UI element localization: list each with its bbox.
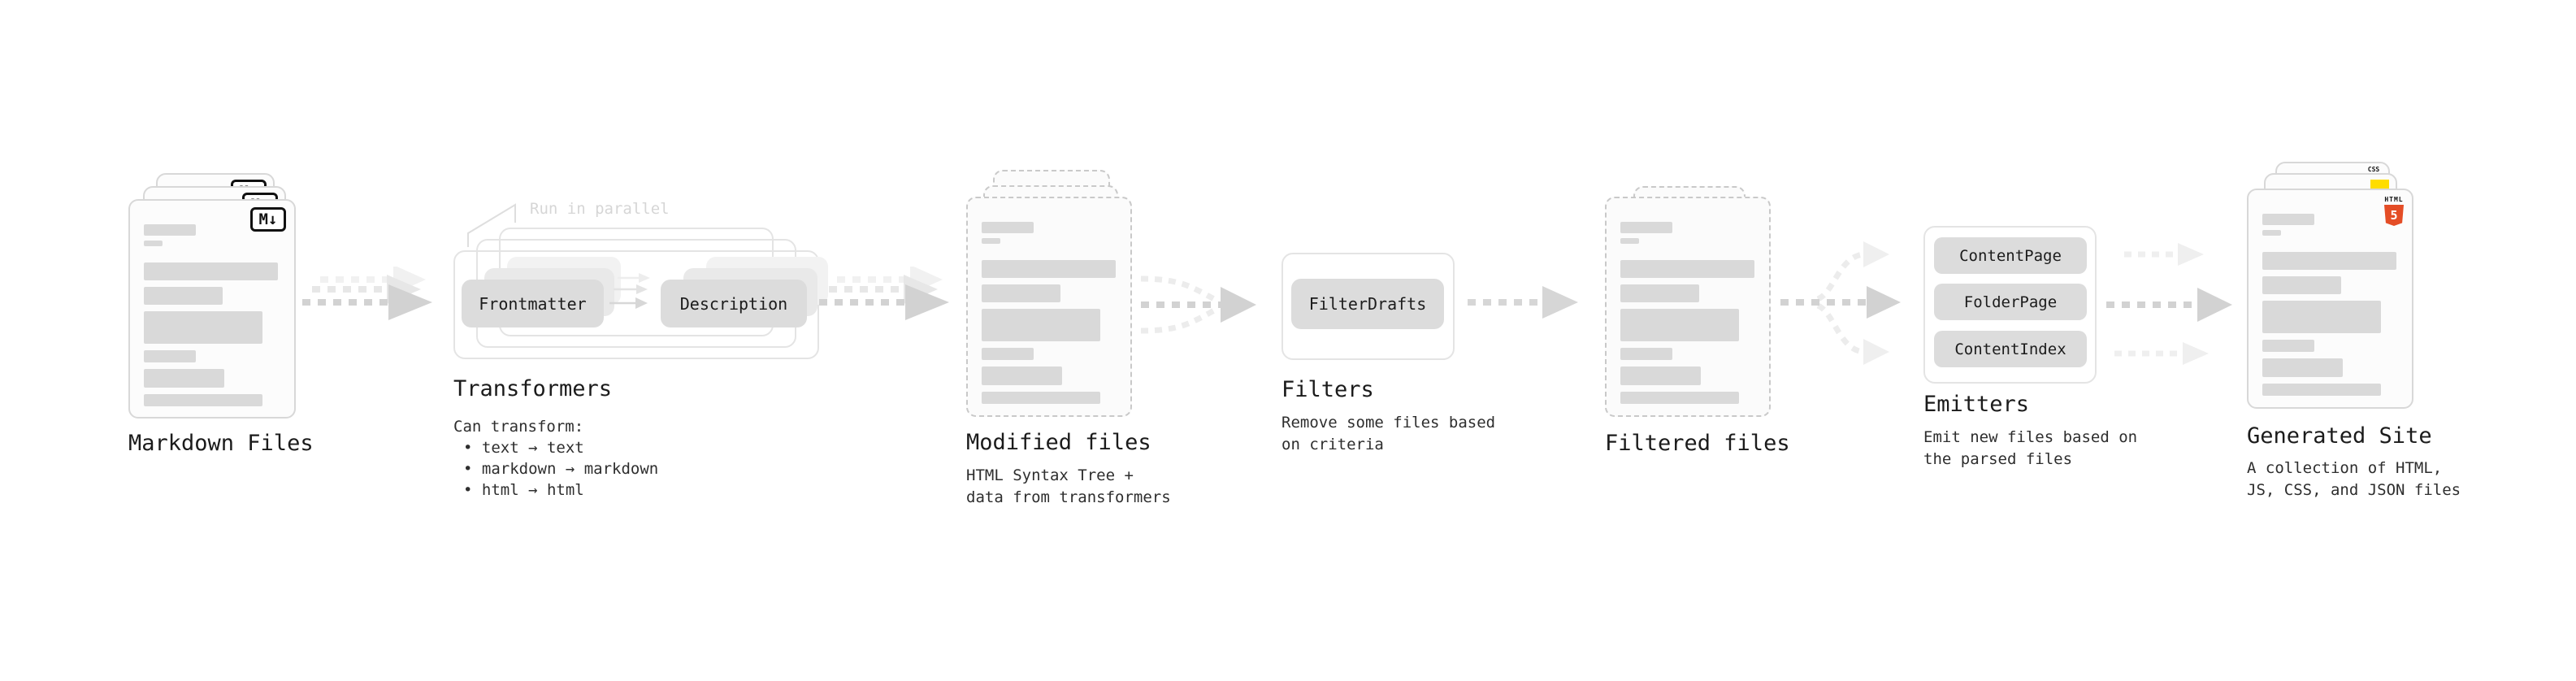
skeleton-line [144,241,163,246]
folderpage-pill: FolderPage [1934,284,2087,320]
markdown-icon: M↓ [250,207,286,232]
transformers-label: Transformers [453,376,613,401]
skeleton-line [982,222,1034,233]
skeleton-line [1620,222,1672,233]
emitters-description: Emit new files based on the parsed files [1923,428,2138,468]
skeleton-line [982,392,1100,404]
transform-bullet: • text → text [463,439,584,457]
generated-site-label: Generated Site [2247,423,2432,449]
skeleton-line [144,369,224,388]
flow-arrow-filters-to-filtered [1468,286,1578,319]
skeleton-line [2262,276,2341,294]
document-skeleton [968,198,1130,404]
skeleton-line [2262,252,2396,270]
frontmatter-pill: Frontmatter [462,280,604,327]
skeleton-line [2262,384,2381,396]
parallel-arrows-icon [609,273,650,309]
filters-box [1281,253,1455,360]
skeleton-line [1620,367,1701,385]
description-pill: Description [661,280,807,327]
can-transform-title: Can transform: [453,418,584,436]
filterdrafts-pill: FilterDrafts [1291,279,1444,329]
skeleton-line [144,394,262,406]
skeleton-line [2262,301,2381,333]
emitters-label: Emitters [1923,392,2030,417]
skeleton-line [982,367,1062,385]
markdown-files-label: Markdown Files [128,431,314,456]
flow-arrow-transformers-to-modified [819,267,949,320]
skeleton-line [982,309,1100,341]
skeleton-line [1620,284,1699,302]
filtered-files-label: Filtered files [1605,431,1790,456]
document-skeleton [130,201,294,406]
annotation-connector-line [467,203,516,247]
skeleton-line [982,260,1116,278]
skeleton-line [1620,238,1639,244]
flow-arrow-filtered-to-emitters [1780,241,1901,365]
transformer-box [453,250,819,359]
skeleton-line [2262,230,2281,236]
flow-arrow-markdown-to-transformers [302,267,432,320]
flow-arrow-emitters-to-site [2106,243,2232,365]
javascript-icon [2370,180,2389,189]
skeleton-line [144,311,262,344]
skeleton-line [982,348,1034,360]
skeleton-line [144,350,196,362]
skeleton-line [144,262,278,280]
site-file-card-html: HTML 5 [2247,189,2413,409]
skeleton-line [144,287,223,305]
html5-label: HTML [2384,196,2404,203]
modified-file-card [966,197,1132,417]
document-skeleton [2249,190,2412,396]
skeleton-line [982,284,1060,302]
document-skeleton [1607,198,1769,404]
css-label: CSS [2367,166,2380,173]
markdown-file-card: M↓ [128,199,296,419]
skeleton-line [1620,309,1739,341]
skeleton-line [1620,260,1754,278]
transformers-description: Can transform: • text → text • markdown … [453,416,658,501]
html5-shield: 5 [2384,205,2404,226]
transform-bullet: • html → html [463,481,584,499]
flow-arrow-modified-to-filters [1140,275,1256,334]
filters-description: Remove some files based on criteria [1281,414,1496,453]
transform-bullet: • markdown → markdown [463,460,659,478]
contentpage-pill: ContentPage [1934,237,2087,274]
modified-files-label: Modified files [966,430,1151,455]
filtered-file-card [1605,197,1771,417]
modified-files-description: HTML Syntax Tree + data from transformer… [966,466,1171,506]
generated-site-description: A collection of HTML, JS, CSS, and JSON … [2247,459,2461,499]
skeleton-line [982,238,1000,244]
emitters-box [1923,226,2097,384]
skeleton-line [2262,214,2314,225]
contentindex-pill: ContentIndex [1934,331,2087,367]
html5-icon: HTML 5 [2384,197,2404,226]
run-in-parallel-annotation: Run in parallel [530,200,670,218]
skeleton-line [2262,358,2343,377]
filters-label: Filters [1281,377,1374,402]
skeleton-line [1620,392,1739,404]
skeleton-line [1620,348,1672,360]
skeleton-line [144,224,196,236]
skeleton-line [2262,340,2314,352]
